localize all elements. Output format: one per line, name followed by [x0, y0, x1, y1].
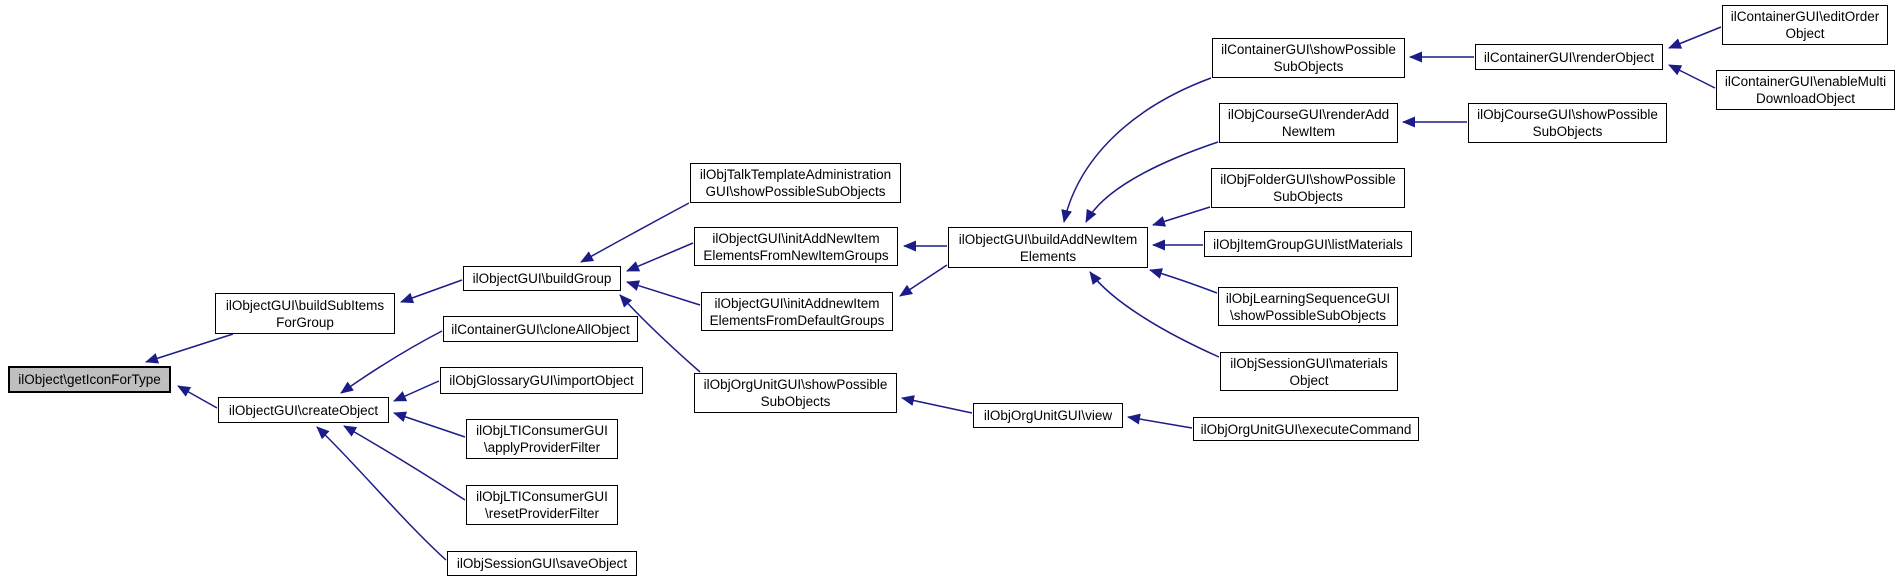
graph-node-label: ForGroup: [276, 314, 334, 330]
graph-node-executeCommand[interactable]: ilObjOrgUnitGUI\executeCommand: [1193, 417, 1419, 441]
graph-node-label: ilObjLearningSequenceGUI: [1225, 290, 1391, 306]
graph-node-buildGroup[interactable]: ilObjectGUI\buildGroup: [463, 266, 621, 291]
graph-node-label: ilObjectGUI\buildAddNewItem: [958, 231, 1138, 247]
graph-node-label: ilObjOrgUnitGUI\view: [983, 408, 1113, 423]
edge-saveObject-to-createObject: [316, 426, 447, 561]
graph-node-learningSequence[interactable]: ilObjLearningSequenceGUI\showPossibleSub…: [1218, 287, 1398, 326]
graph-node-label: ilObjOrgUnitGUI\showPossible: [703, 377, 888, 392]
edge-editOrder-to-renderObject: [1668, 26, 1722, 49]
edge-talkTemplate-to-buildGroup: [580, 202, 690, 263]
graph-node-label: ilObjGlossaryGUI\importObject: [449, 373, 634, 388]
graph-node-label: ilContainerGUI\showPossible: [1221, 42, 1396, 57]
graph-node-renderObject[interactable]: ilContainerGUI\renderObject: [1475, 44, 1663, 70]
graph-node-label: ilContainerGUI\cloneAllObject: [451, 321, 630, 337]
graph-node-label: ilObjectGUI\buildSubItems: [225, 297, 385, 313]
graph-node-label: SubObjects: [760, 394, 831, 409]
graph-node-label: ilObjOrgUnitGUI\executeCommand: [1200, 421, 1412, 437]
edge-courseRenderAdd-to-buildAddNewItem: [1085, 141, 1219, 223]
graph-node-label: ilObjectGUI\createObject: [228, 402, 379, 418]
graph-node-label: ilContainerGUI\editOrder: [1730, 9, 1880, 24]
graph-node-label: Elements: [1019, 248, 1077, 264]
graph-node-label: ilObjectGUI\initAddnewItem: [714, 295, 880, 311]
graph-node-label: ilObjSessionGUI\saveObject: [456, 556, 628, 571]
graph-node-label: \resetProviderFilter: [484, 506, 600, 521]
graph-node-label: Object: [1785, 26, 1825, 41]
graph-node-label: SubObjects: [1273, 189, 1343, 204]
edge-resetProviderFilter-to-createObject: [343, 425, 466, 501]
graph-node-label: ilObjectGUI\initAddNewItem: [712, 230, 880, 246]
graph-node-label: ilObjItemGroupGUI\listMaterials: [1213, 236, 1403, 252]
graph-node-label: DownloadObject: [1755, 91, 1856, 106]
graph-node-label: ilObjCourseGUI\showPossible: [1477, 107, 1658, 122]
graph-node-label: ilContainerGUI\renderObject: [1483, 49, 1655, 65]
graph-node-label: \applyProviderFilter: [483, 440, 601, 455]
graph-node-label: Object: [1289, 372, 1329, 388]
edge-initAddNew-to-buildGroup: [626, 242, 694, 272]
graph-node-label: NewItem: [1281, 124, 1336, 139]
edge-buildAddNewItem-to-initAddnewDefault: [899, 264, 948, 297]
edge-buildSubItemsForGroup-to-getIconForType: [145, 333, 234, 364]
graph-node-label: ilContainerGUI\enableMulti: [1724, 74, 1887, 89]
edge-folderShowPossible-to-buildAddNewItem: [1152, 206, 1211, 227]
edge-executeCommand-to-orgUnitView: [1127, 413, 1193, 429]
edge-applyProviderFilter-to-createObject: [393, 411, 466, 438]
graph-node-label: ilObjLTIConsumerGUI: [476, 423, 608, 438]
edge-importObject-to-createObject: [393, 380, 440, 402]
edge-orgUnitShowPossible-to-buildGroup: [619, 294, 701, 373]
graph-node-getIconForType[interactable]: ilObject\getIconForType: [8, 366, 171, 393]
graph-node-label: GUI\showPossibleSubObjects: [705, 184, 886, 199]
graph-node-importObject[interactable]: ilObjGlossaryGUI\importObject: [440, 367, 643, 394]
edge-learningSequence-to-buildAddNewItem: [1149, 268, 1218, 294]
graph-node-label: ilObject\getIconForType: [18, 372, 161, 387]
edge-orgUnitView-to-orgUnitShowPossible: [901, 395, 973, 414]
graph-node-label: SubObjects: [1273, 59, 1344, 74]
graph-node-saveObject[interactable]: ilObjSessionGUI\saveObject: [447, 551, 637, 576]
graph-node-listMaterials[interactable]: ilObjItemGroupGUI\listMaterials: [1204, 231, 1412, 257]
edge-enableMulti-to-renderObject: [1668, 64, 1716, 89]
graph-node-label: ilObjSessionGUI\materials: [1230, 355, 1388, 371]
graph-node-label: ElementsFromDefaultGroups: [709, 312, 885, 328]
graph-node-orgUnitView[interactable]: ilObjOrgUnitGUI\view: [973, 403, 1123, 428]
graph-node-applyProviderFilter[interactable]: ilObjLTIConsumerGUI \applyProviderFilter: [466, 419, 618, 459]
graph-node-label: ilObjectGUI\buildGroup: [472, 271, 612, 286]
graph-node-label: ilObjLTIConsumerGUI: [476, 489, 608, 504]
edge-createObject-to-getIconForType: [177, 385, 218, 409]
edge-buildGroup-to-buildSubItemsForGroup: [400, 279, 463, 304]
edge-sessionMaterials-to-buildAddNewItem: [1089, 271, 1220, 358]
graph-node-label: ilObjCourseGUI\renderAdd: [1227, 107, 1390, 122]
edge-containerShowPossible-to-buildAddNewItem: [1061, 77, 1212, 223]
edge-initAddnewDefault-to-buildGroup: [626, 280, 701, 306]
graph-node-label: ilObjFolderGUI\showPossible: [1220, 172, 1396, 187]
graph-node-label: ilObjTalkTemplateAdministration: [699, 167, 892, 182]
graph-node-label: SubObjects: [1532, 124, 1603, 139]
graph-node-label: \showPossibleSubObjects: [1229, 307, 1387, 323]
graph-node-createObject[interactable]: ilObjectGUI\createObject: [218, 397, 389, 423]
graph-node-label: ElementsFromNewItemGroups: [703, 247, 889, 263]
graph-node-cloneAllObject[interactable]: ilContainerGUI\cloneAllObject: [443, 316, 638, 342]
graph-node-resetProviderFilter[interactable]: ilObjLTIConsumerGUI \resetProviderFilter: [466, 485, 618, 525]
edge-cloneAllObject-to-createObject: [340, 330, 443, 394]
